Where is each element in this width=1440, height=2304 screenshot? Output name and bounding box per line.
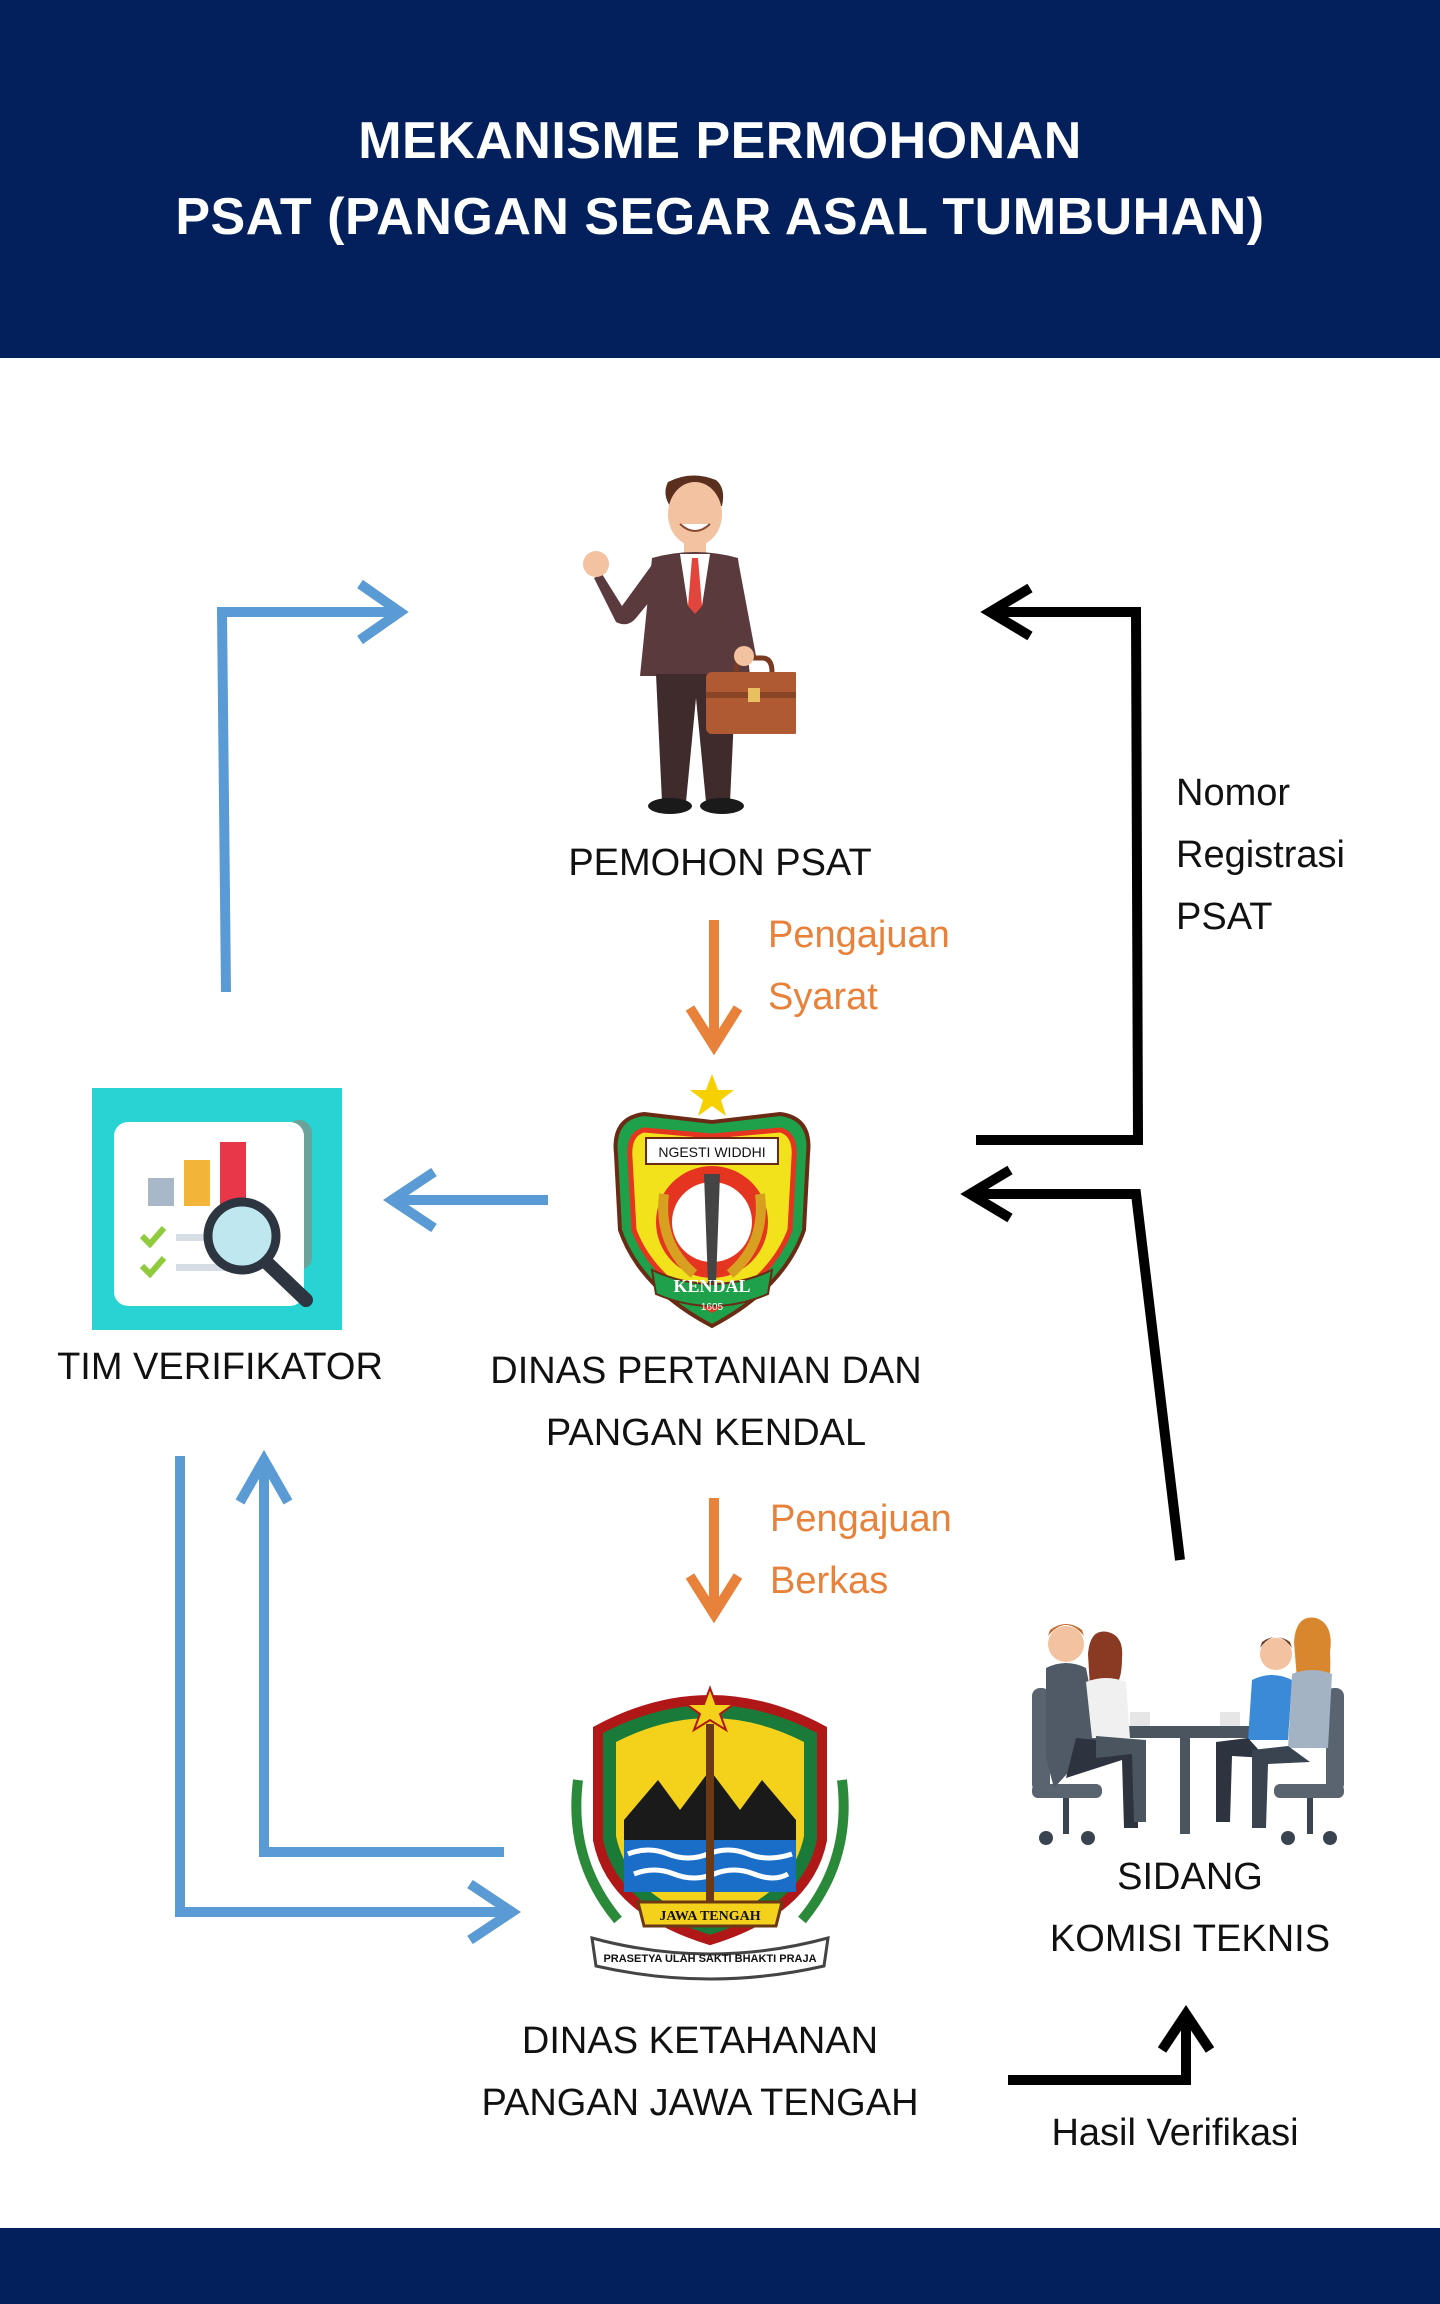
kendal-emblem-motto: NGESTI WIDDHI: [658, 1144, 765, 1160]
arrow-sidang-to-kendal: [960, 1165, 1185, 1561]
pengajuan-berkas-line-2: Berkas: [770, 1560, 889, 1602]
arrow-hasil-verifikasi: [1008, 2004, 1215, 2085]
kendal-emblem-icon: NGESTI WIDDHI KENDAL 1605: [613, 1074, 811, 1329]
title-line-1: MEKANISME PERMOHONAN: [358, 112, 1082, 170]
dinas-kendal-line-2: PANGAN KENDAL: [545, 1412, 867, 1454]
arrow-pengajuan-berkas: [685, 1498, 743, 1624]
businessman-icon: [583, 475, 796, 814]
footer-bar: [0, 2228, 1440, 2304]
jawa-tengah-emblem-icon: JAWA TENGAH PRASETYA ULAH SAKTI BHAKTI P…: [571, 1685, 849, 1981]
dinas-jateng-line-1: DINAS KETAHANAN: [521, 2020, 879, 2062]
kendal-emblem-name: KENDAL: [673, 1276, 750, 1296]
arrow-kendal-to-tim: [382, 1167, 548, 1233]
dinas-kendal-line-1: DINAS PERTANIAN DAN: [490, 1350, 922, 1392]
title-line-2: PSAT (PANGAN SEGAR ASAL TUMBUHAN): [175, 188, 1265, 246]
jateng-emblem-motto: PRASETYA ULAH SAKTI BHAKTI PRAJA: [603, 1953, 816, 1965]
pengajuan-syarat-line-1: Pengajuan: [768, 914, 950, 956]
dinas-jateng-line-2: PANGAN JAWA TENGAH: [481, 2082, 919, 2124]
pemohon-label: PEMOHON PSAT: [568, 842, 872, 884]
nomor-registrasi-line-1: Nomor: [1176, 772, 1291, 814]
header-banner: MEKANISME PERMOHONAN PSAT (PANGAN SEGAR …: [0, 0, 1440, 358]
kendal-emblem-year: 1605: [701, 1302, 724, 1313]
nomor-registrasi-line-2: Registrasi: [1176, 834, 1345, 876]
hasil-verifikasi-label: Hasil Verifikasi: [1051, 2112, 1299, 2154]
sidang-line-2: KOMISI TEKNIS: [1049, 1918, 1331, 1960]
report-analysis-icon: [92, 1088, 342, 1330]
arrow-jateng-to-tim: [235, 1449, 504, 1857]
pengajuan-berkas-line-1: Pengajuan: [770, 1498, 952, 1540]
nomor-registrasi-line-3: PSAT: [1176, 896, 1273, 938]
arrow-pengajuan-syarat: [685, 920, 743, 1056]
sidang-line-1: SIDANG: [1117, 1856, 1263, 1898]
arrow-tim-to-pemohon: [216, 579, 409, 993]
meeting-icon: [1032, 1617, 1344, 1845]
arrow-tim-to-jateng: [175, 1456, 522, 1945]
pengajuan-syarat-line-2: Syarat: [768, 976, 878, 1018]
arrow-nomor-registrasi: [976, 583, 1144, 1145]
tim-verifikator-label: TIM VERIFIKATOR: [57, 1346, 383, 1388]
jateng-emblem-name: JAWA TENGAH: [659, 1909, 760, 1924]
